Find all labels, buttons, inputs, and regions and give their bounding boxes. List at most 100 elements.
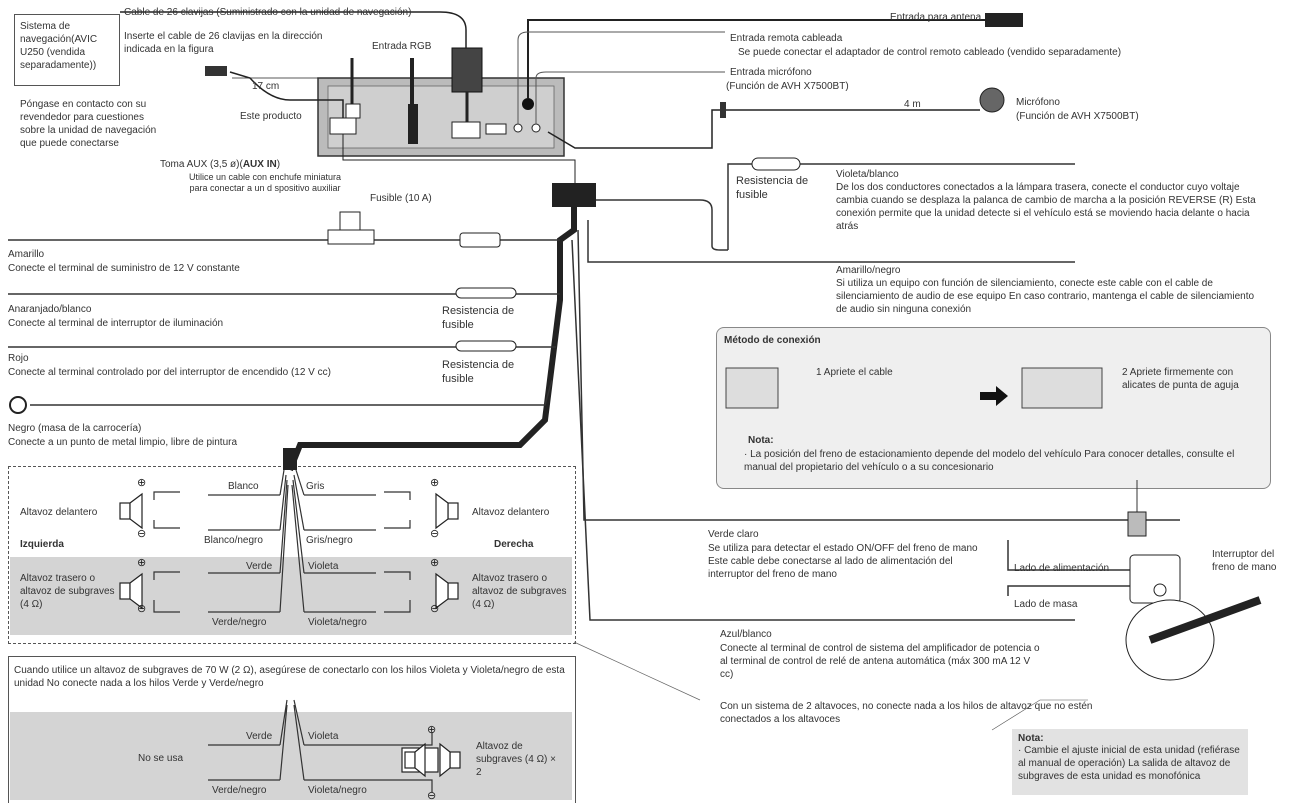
svg-text:⊖: ⊖ bbox=[137, 603, 146, 615]
wire-green: Verde bbox=[246, 561, 273, 572]
nav-system-label: Sistema de navegación(AVIC U250 (vendida… bbox=[20, 21, 98, 71]
sub-speaker-label: Altavoz de subgraves (4 Ω) × 2 bbox=[476, 741, 557, 778]
method-note-label: Nota: bbox=[748, 435, 774, 446]
svg-text:⊖: ⊖ bbox=[137, 528, 146, 540]
note-panel bbox=[1012, 729, 1248, 795]
black-desc: Conecte a un punto de metal limpio, libr… bbox=[8, 437, 238, 448]
blue-white-desc: Conecte al terminal de control de sistem… bbox=[720, 643, 1040, 680]
blue-white-label: Azul/blanco bbox=[720, 629, 772, 640]
wire-green-black: Verde/negro bbox=[212, 617, 267, 628]
length-4m: 4 m bbox=[904, 99, 921, 110]
svg-text:⊖: ⊖ bbox=[430, 603, 439, 615]
yellow-black-desc: Si utiliza un equipo con función de sile… bbox=[836, 278, 1255, 315]
handbrake-detail bbox=[1125, 599, 1215, 681]
wire-gray: Gris bbox=[306, 481, 325, 492]
speaker-icons bbox=[119, 492, 461, 778]
orange-white-desc: Conecte al terminal de interruptor de il… bbox=[8, 318, 224, 329]
note2-text: · Cambie el ajuste inicial de esta unida… bbox=[1018, 745, 1240, 782]
cable26-label: Cable de 26 clavijas (Suministrado con l… bbox=[124, 7, 412, 18]
wire-white: Blanco bbox=[228, 481, 259, 492]
two-speaker-note: Con un sistema de 2 altavoces, no conect… bbox=[720, 701, 1093, 725]
handbrake-switch-label: Interruptor del freno de mano bbox=[1212, 549, 1277, 573]
arrow-right-icon bbox=[980, 386, 1008, 406]
26pin-port bbox=[451, 121, 481, 139]
insert-cable-text: Inserte el cable de 26 clavijas en la di… bbox=[124, 31, 323, 55]
sub-wire-violet-black: Violeta/negro bbox=[308, 785, 367, 796]
rgb-port bbox=[408, 104, 418, 144]
svg-text:⊕: ⊕ bbox=[430, 557, 439, 569]
orange-white-label: Anaranjado/blanco bbox=[8, 304, 92, 315]
microphone-label: Micrófono bbox=[1016, 97, 1060, 108]
fuse-resistor-label-1: Resistencia de fusible bbox=[736, 175, 809, 201]
power-side-label: Lado de alimentación bbox=[1014, 563, 1110, 574]
wired-remote-desc: Se puede conectar el adaptador de contro… bbox=[738, 47, 1122, 58]
yellow-label: Amarillo bbox=[8, 249, 45, 260]
aux-plug bbox=[205, 66, 227, 76]
fuse-resistor-label-3: Resistencia de fusible bbox=[442, 359, 515, 385]
mic-port bbox=[531, 123, 541, 133]
yellow-desc: Conecte el terminal de suministro de 12 … bbox=[8, 263, 240, 274]
aux-title: Toma AUX (3,5 ø)(AUX IN) bbox=[160, 159, 281, 170]
wire-gray-black: Gris/negro bbox=[306, 535, 353, 546]
red-label: Rojo bbox=[8, 353, 29, 364]
length-17cm: 17 cm bbox=[252, 81, 280, 92]
clamp-step2-icon bbox=[1021, 367, 1103, 409]
harness-connector bbox=[552, 183, 596, 207]
light-green-desc: Se utiliza para detectar el estado ON/OF… bbox=[708, 543, 978, 580]
small-port bbox=[485, 123, 507, 135]
subwoofer-band bbox=[10, 712, 572, 800]
note2-label: Nota: bbox=[1018, 733, 1044, 744]
front-right-label: Altavoz delantero bbox=[472, 507, 550, 518]
aux-port bbox=[329, 117, 357, 135]
svg-text:⊕: ⊕ bbox=[427, 724, 436, 736]
this-product-label: Este producto bbox=[240, 111, 302, 122]
microphone bbox=[979, 87, 1005, 113]
left-label: Izquierda bbox=[20, 539, 64, 550]
black-label: Negro (masa de la carrocería) bbox=[8, 423, 142, 434]
sub-wire-green: Verde bbox=[246, 731, 273, 742]
rgb-input-label: Entrada RGB bbox=[372, 41, 432, 52]
wire-white-black: Blanco/negro bbox=[204, 535, 263, 546]
wire-violet-black: Violeta/negro bbox=[308, 617, 367, 628]
svg-text:⊖: ⊖ bbox=[430, 528, 439, 540]
antenna-port bbox=[522, 98, 534, 110]
subwoofer-box bbox=[8, 656, 576, 803]
microphone-fn: (Función de AVH X7500BT) bbox=[1016, 111, 1139, 122]
light-green-label: Verde claro bbox=[708, 529, 759, 540]
wire-violet: Violeta bbox=[308, 561, 339, 572]
nav-port bbox=[345, 103, 361, 119]
fuse-resistor-label-2: Resistencia de fusible bbox=[442, 305, 515, 331]
remote-port bbox=[513, 123, 523, 133]
method-step2: 2 Apriete firmemente con alicates de pun… bbox=[1122, 367, 1239, 391]
clamp-connector bbox=[1127, 511, 1147, 537]
method-note-text: · La posición del freno de estacionamien… bbox=[744, 449, 1235, 473]
contact-dealer-text: Póngase en contacto con su revendedor pa… bbox=[20, 99, 157, 149]
antenna-plug bbox=[985, 13, 1023, 27]
wired-remote-label: Entrada remota cableada bbox=[730, 33, 843, 44]
fuse-holder bbox=[327, 229, 375, 245]
svg-text:⊕: ⊕ bbox=[430, 477, 439, 489]
red-desc: Conecte al terminal controlado por del i… bbox=[8, 367, 331, 378]
mic-input-fn: (Función de AVH X7500BT) bbox=[726, 81, 849, 92]
subwoofer-note: Cuando utilice un altavoz de subgraves d… bbox=[14, 665, 565, 689]
svg-text:⊕: ⊕ bbox=[137, 557, 146, 569]
svg-text:⊖: ⊖ bbox=[427, 790, 436, 802]
method-step1: 1 Apriete el cable bbox=[816, 367, 893, 378]
handbrake-switch bbox=[1129, 554, 1181, 604]
rear-right-label: Altavoz trasero o altavoz de subgraves (… bbox=[472, 573, 567, 610]
ground-side-label: Lado de masa bbox=[1014, 599, 1078, 610]
clamp-step1-icon bbox=[725, 367, 779, 409]
right-label: Derecha bbox=[494, 539, 534, 550]
rear-left-label: Altavoz trasero o altavoz de subgraves (… bbox=[20, 573, 115, 610]
svg-text:⊕: ⊕ bbox=[137, 477, 146, 489]
violet-white-label: Violeta/blanco bbox=[836, 169, 899, 180]
nav-system-box bbox=[14, 14, 120, 86]
connection-method-panel bbox=[716, 327, 1271, 489]
sub-wire-green-black: Verde/negro bbox=[212, 785, 267, 796]
yellow-black-label: Amarillo/negro bbox=[836, 265, 901, 276]
violet-white-desc: De los dos conductores conectados a la l… bbox=[836, 182, 1256, 232]
mic-input-label: Entrada micrófono bbox=[730, 67, 812, 78]
rear-speaker-band bbox=[10, 557, 572, 635]
antenna-label: Entrada para antena bbox=[890, 12, 982, 23]
